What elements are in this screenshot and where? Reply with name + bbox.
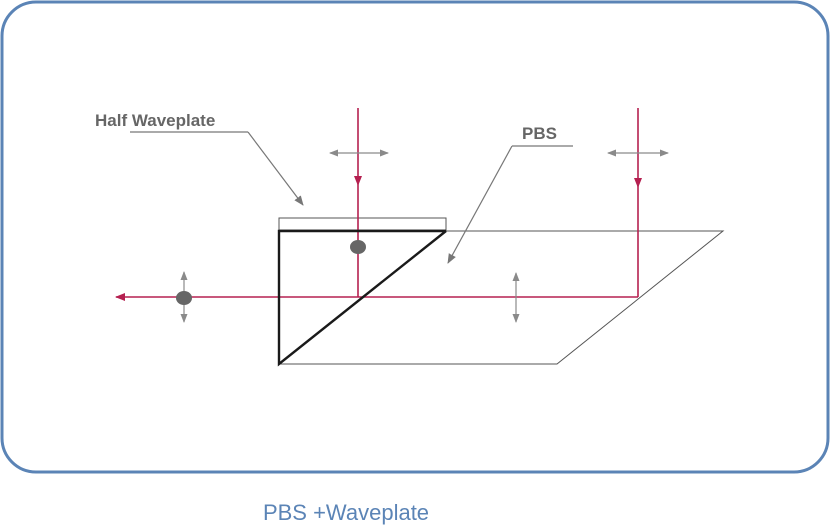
pbs-label: PBS: [522, 124, 557, 143]
pbs-cube: [277, 229, 447, 367]
half-waveplate-leader: [247, 131, 304, 206]
diagram-frame: [0, 0, 830, 474]
half-waveplate-callout: Half Waveplate: [95, 111, 304, 206]
polarization-dot-1: [350, 240, 366, 254]
beam-paths: [115, 108, 642, 301]
pbs-callout: PBS: [447, 124, 573, 264]
figure-caption: PBS +Waveplate: [262, 500, 430, 525]
half-waveplate-label: Half Waveplate: [95, 111, 215, 130]
pbs-leader: [447, 145, 513, 264]
polarization-indicators: [176, 149, 669, 323]
polarization-dot-2: [176, 291, 192, 305]
